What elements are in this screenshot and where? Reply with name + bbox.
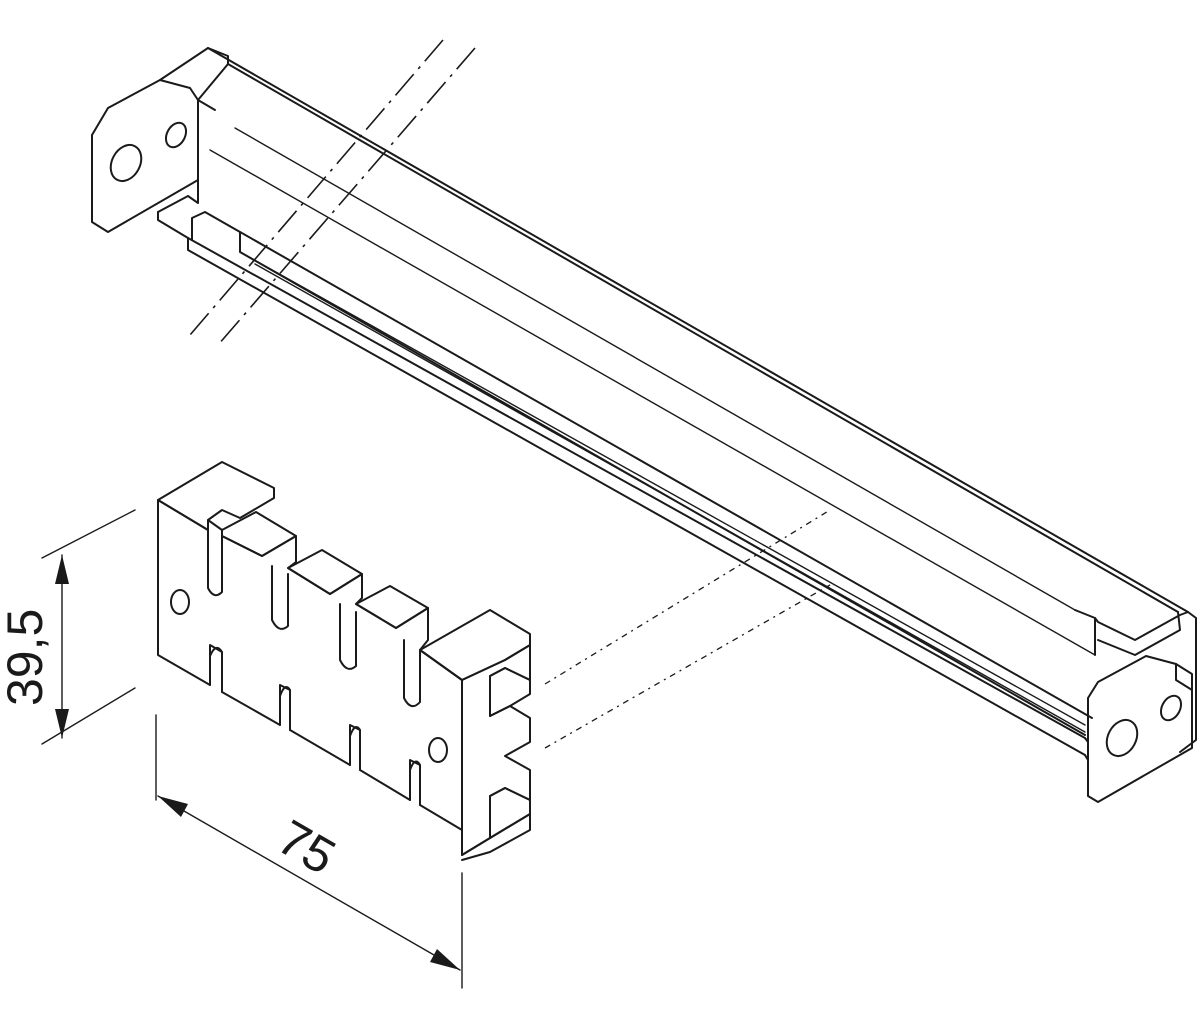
block-hole-right: [428, 737, 448, 763]
height-arrow-top: [55, 555, 69, 584]
rail-lower-rib: [157, 211, 1086, 739]
slot-bottom-4: [409, 760, 421, 806]
spacer-block: [157, 461, 831, 861]
slot-bottom-1: [209, 646, 223, 693]
slot-top-1: [207, 529, 223, 597]
rail-right-hole-outer: [1105, 718, 1139, 758]
block-top-face-5: [419, 609, 531, 681]
block-end-cutout-2: [489, 787, 531, 839]
block-end-cutout-1: [489, 667, 531, 717]
rail-lower-lip: [157, 179, 199, 213]
dimension-width: 75: [155, 714, 463, 989]
rail-channel-line-1: [234, 127, 1076, 611]
break-line-1: [189, 39, 444, 336]
rail-right-flange: [1087, 655, 1193, 803]
rail-top-lip: [197, 99, 216, 111]
slot-bottom-3: [349, 726, 361, 771]
block-end-bottom: [461, 813, 531, 861]
slot-top-2: [271, 565, 289, 630]
projection-line-lower: [544, 584, 831, 749]
slot-top-3: [339, 603, 357, 670]
height-ext-bottom: [41, 687, 136, 745]
width-arrow-right: [430, 949, 460, 970]
block-top-face-1: [157, 461, 275, 531]
projection-line-upper: [544, 509, 831, 685]
rail-left-hole-inner: [164, 121, 188, 149]
width-dim-line: [157, 795, 461, 971]
width-label: 75: [269, 809, 345, 885]
mounting-rail: [91, 39, 1197, 803]
height-ext-top: [41, 509, 136, 559]
width-arrow-left: [158, 796, 188, 817]
slot-bottom-2: [279, 686, 291, 731]
block-top-face-4: [355, 585, 429, 629]
block-top-face-3: [287, 549, 363, 595]
rail-top-edge-left: [159, 47, 229, 101]
rail-groove-a: [239, 251, 1086, 726]
rail-channel-line-2: [209, 149, 1096, 656]
height-arrow-bottom: [55, 709, 69, 738]
rail-top-surface: [207, 47, 1189, 613]
height-label: 39,5: [0, 609, 53, 706]
break-line-2: [217, 47, 476, 346]
block-top-face-2: [221, 511, 297, 557]
rail-left-hole-outer: [109, 143, 143, 183]
rail-groove-b: [254, 263, 1086, 733]
dimension-height: 39,5: [0, 509, 136, 745]
rail-left-flange: [91, 79, 199, 233]
rail-inner-rib: [191, 211, 1093, 736]
block-end-profile: [461, 644, 531, 856]
block-hole-left: [170, 589, 190, 615]
rail-bottom-edge: [187, 237, 1086, 756]
block-front-face: [157, 499, 463, 831]
rail-right-bottom: [1084, 737, 1089, 761]
rail-right-inner-fold: [1094, 611, 1181, 656]
slot-top-4: [403, 639, 421, 708]
rail-right-flange-edge: [1175, 663, 1193, 691]
rail-right-hole-inner: [1159, 694, 1183, 722]
